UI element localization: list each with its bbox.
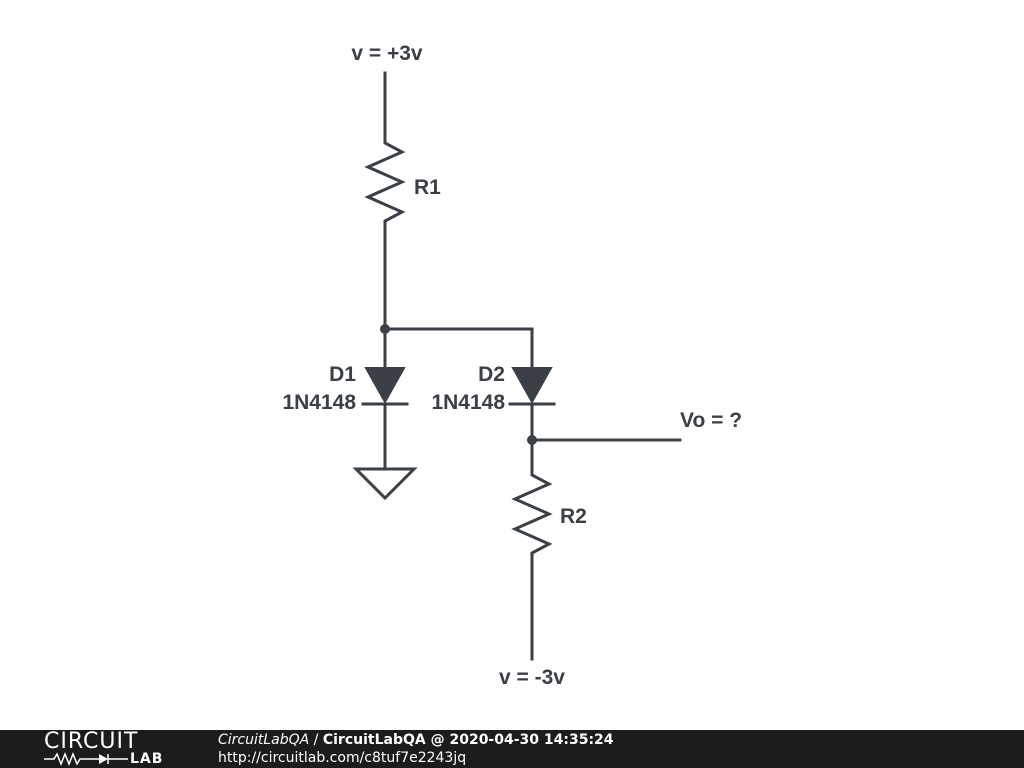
logo-text-lab: LAB (130, 751, 164, 767)
footer-user-link[interactable]: CircuitLabQA (218, 732, 310, 748)
diode-d1 (361, 367, 409, 406)
top-supply-label: v = +3v (351, 42, 423, 65)
logo-resistor-diode-icon (44, 752, 128, 766)
d1-anode-triangle (364, 367, 406, 405)
r1-label: R1 (414, 176, 441, 199)
d2-anode-triangle (511, 367, 553, 405)
resistor-r1 (364, 138, 406, 227)
ground-icon (352, 467, 418, 501)
footer-bar: CIRCUIT LAB CircuitLabQA / CircuitLabQA … (0, 730, 1024, 768)
d1-part-label: 1N4148 (282, 391, 356, 414)
circuit-schematic: v = +3v R1 D1 1N4148 D2 1N4148 (282, 42, 742, 689)
circuitlab-logo[interactable]: CIRCUIT LAB (44, 730, 184, 768)
d2-part-label: 1N4148 (431, 391, 505, 414)
footer-circuit-title[interactable]: CircuitLabQA @ 2020-04-30 14:35:24 (322, 732, 614, 748)
footer-title-line: CircuitLabQA / CircuitLabQA @ 2020-04-30… (218, 732, 614, 748)
d2-label: D2 (478, 363, 505, 386)
resistor-r2 (511, 470, 553, 559)
schematic-canvas: v = +3v R1 D1 1N4148 D2 1N4148 (282, 42, 743, 689)
wire-junction-d2 (383, 327, 534, 369)
footer-separator: / (309, 732, 323, 748)
diode-d2 (508, 367, 556, 406)
bottom-supply-label: v = -3v (499, 666, 565, 689)
output-label: Vo = ? (680, 409, 742, 432)
footer-url-link[interactable]: http://circuitlab.com/c8tuf7e2243jq (218, 750, 467, 766)
d1-label: D1 (329, 363, 356, 386)
logo-text-circuit: CIRCUIT (44, 729, 139, 754)
r2-label: R2 (560, 505, 587, 528)
